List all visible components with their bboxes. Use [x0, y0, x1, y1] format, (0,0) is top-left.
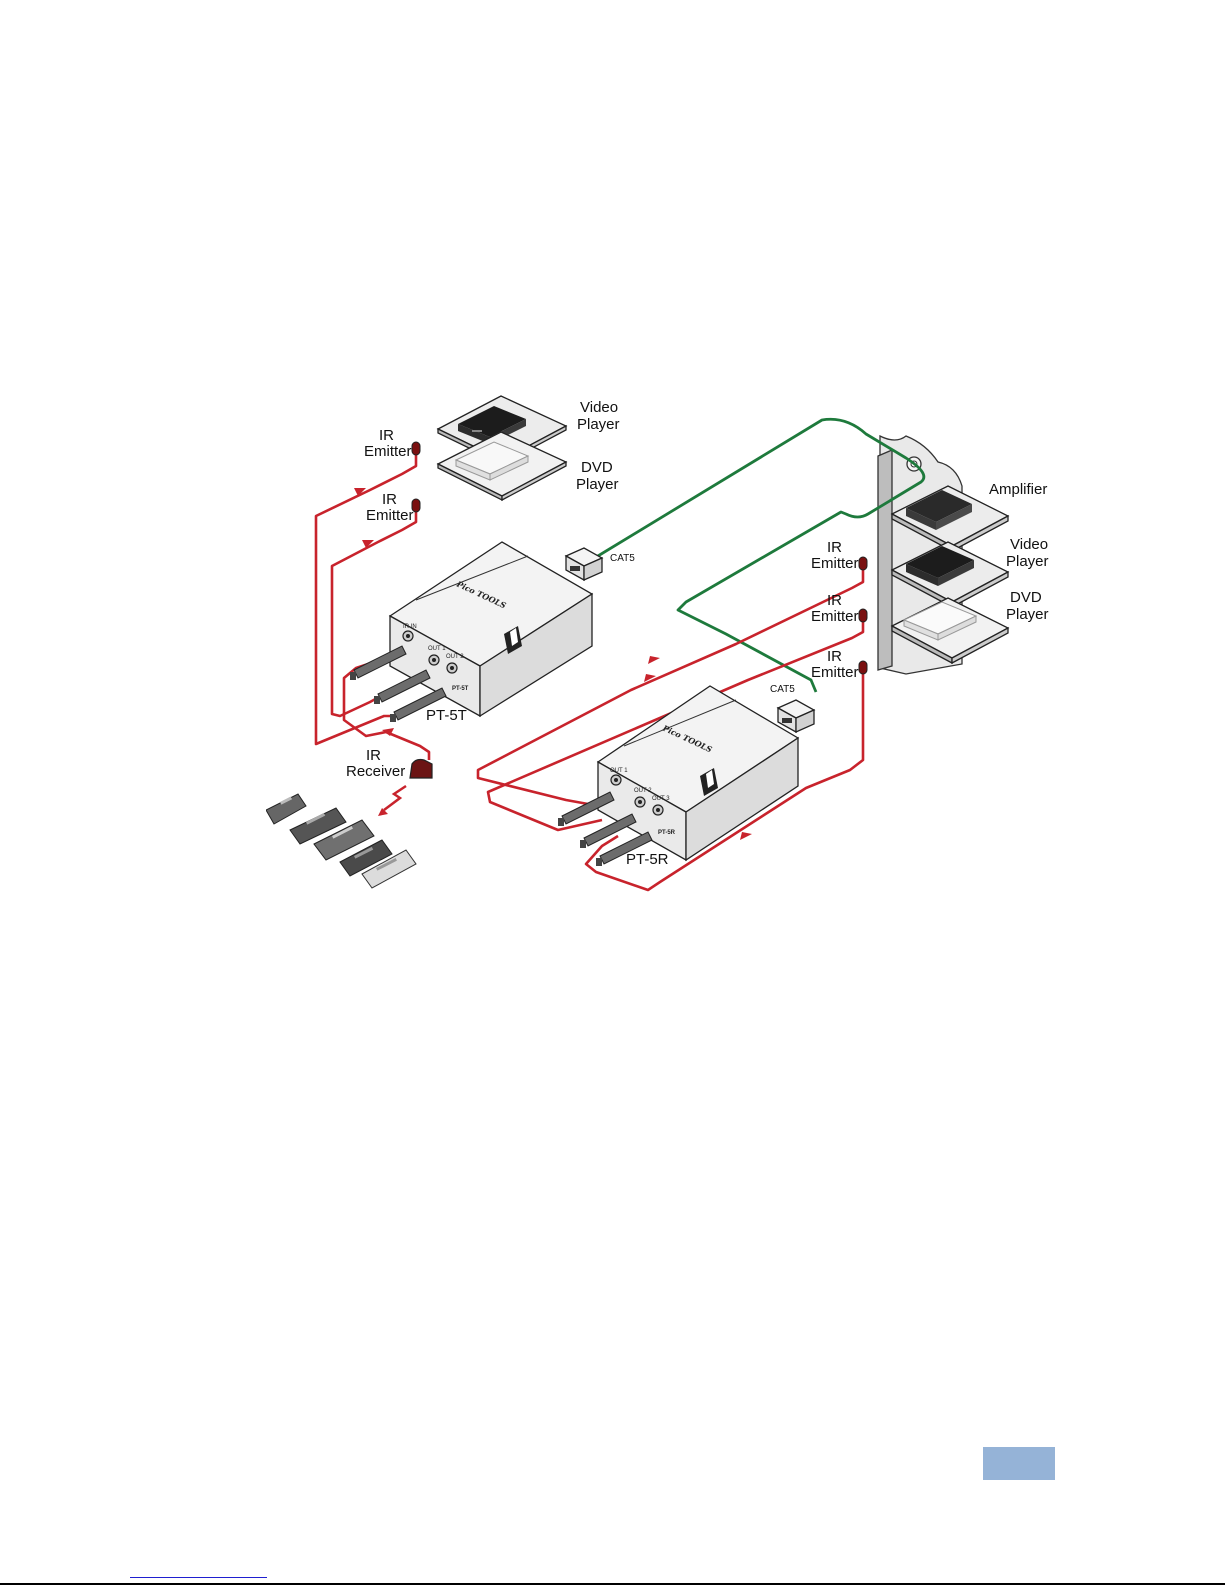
ir-receiver-device	[410, 760, 432, 779]
label-pt5t: PT-5T	[426, 707, 467, 724]
ir-emitter-head-5	[859, 661, 867, 674]
tx-jack-out2-label: OUT 2	[446, 654, 464, 660]
label-cat5-top: CAT5	[610, 553, 635, 564]
rx-jack-out3-label: OUT 3	[652, 796, 670, 802]
rx-panel-model: PT-5R	[658, 830, 676, 836]
rx-jack-out2-label: OUT 2	[634, 788, 652, 794]
tx-jack-in-label: IR IN	[403, 624, 417, 630]
page-number-box	[983, 1447, 1055, 1480]
tx-jack-out1-label: OUT 1	[428, 646, 446, 652]
ir-emitter-head-3	[859, 557, 867, 570]
label-pt5r: PT-5R	[626, 851, 669, 868]
tx-panel-model: PT-5T	[452, 686, 469, 692]
label-cat5-bottom: CAT5	[770, 684, 795, 695]
ir-emitter-head-4	[859, 609, 867, 622]
ir-emitter-head-1	[412, 442, 420, 455]
label-amplifier: Amplifier	[989, 481, 1047, 498]
rx-jack-out1-label: OUT 1	[610, 768, 628, 774]
footer-link-underline	[130, 1577, 267, 1578]
